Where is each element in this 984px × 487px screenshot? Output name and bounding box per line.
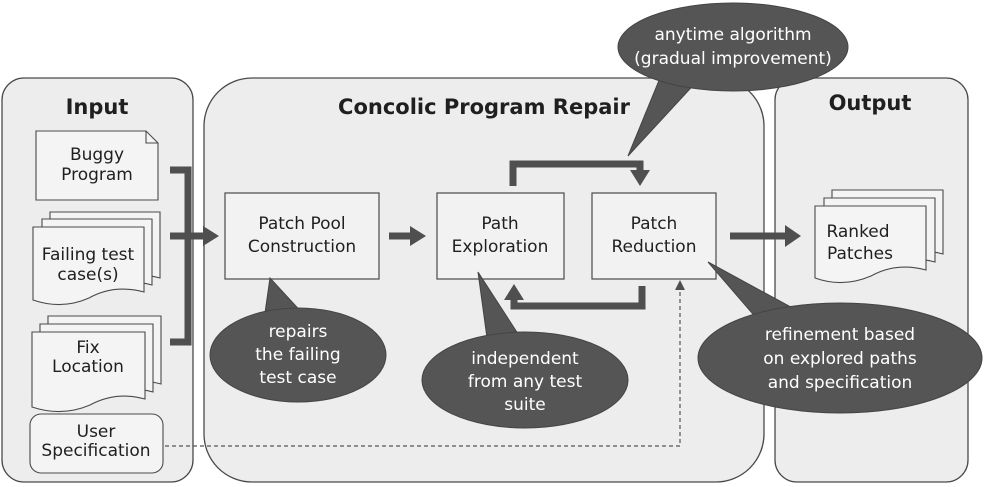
fix-location-label-1: Fix: [76, 338, 99, 358]
buggy-program-label-1: Buggy: [70, 145, 124, 165]
user-spec-label-1: User: [77, 422, 116, 442]
reduction-to-output-arrow: [730, 225, 801, 247]
anytime-callout-line-1: anytime algorithm: [654, 25, 811, 45]
user-spec-box: User Specification: [29, 413, 164, 474]
ranked-patches-label-1: Ranked: [826, 222, 889, 242]
repairs-callout-line-3: test case: [259, 368, 336, 388]
anytime-callout: anytime algorithm (gradual improvement): [617, 2, 849, 157]
path-exploration-label-1: Path: [481, 214, 518, 234]
user-spec-dashed-connector: [165, 280, 685, 447]
failing-tests-doc-stack: Failing test case(s): [32, 211, 161, 306]
refinement-callout: refinement based on explored paths and s…: [697, 261, 983, 414]
independent-callout-line-2: from any test: [468, 372, 583, 392]
patch-reduction-label-1: Patch: [631, 214, 678, 234]
reduction-to-exploration-loop-arrow: [504, 284, 646, 310]
output-panel: Output: [774, 77, 969, 483]
patch-reduction-box: Patch Reduction: [591, 192, 717, 280]
patch-reduction-label-2: Reduction: [612, 237, 697, 257]
patch-pool-label-1: Patch Pool: [258, 214, 345, 234]
user-spec-label-2: Specification: [41, 441, 150, 461]
refinement-callout-line-1: refinement based: [765, 325, 915, 345]
repairs-callout-line-2: the failing: [255, 345, 340, 365]
buggy-program-doc: Buggy Program: [35, 130, 159, 201]
repair-panel-title: Concolic Program Repair: [338, 95, 631, 119]
patch-pool-label-2: Construction: [248, 237, 356, 257]
ranked-patches-label-2: Patches: [827, 244, 893, 264]
fix-location-doc-stack: Fix Location: [31, 315, 162, 413]
refinement-callout-line-2: on explored paths: [763, 349, 917, 369]
output-panel-title: Output: [829, 91, 912, 115]
input-panel-title: Input: [66, 95, 129, 119]
buggy-program-label-2: Program: [61, 165, 133, 185]
independent-callout: independent from any test suite: [421, 271, 629, 429]
independent-callout-line-3: suite: [504, 395, 545, 415]
path-exploration-box: Path Exploration: [436, 192, 565, 280]
failing-tests-label-2: case(s): [57, 265, 118, 285]
input-merge-arrow: [170, 166, 219, 346]
ranked-patches-doc-stack: Ranked Patches: [814, 189, 944, 284]
independent-callout-line-1: independent: [471, 349, 579, 369]
path-exploration-label-2: Exploration: [452, 237, 549, 257]
exploration-to-reduction-loop-arrow: [509, 160, 650, 186]
repairs-callout: repairs the failing test case: [209, 276, 387, 403]
failing-tests-label-1: Failing test: [42, 245, 135, 265]
patch-pool-box: Patch Pool Construction: [224, 192, 380, 280]
fix-location-label-2: Location: [52, 357, 124, 377]
pool-to-exploration-arrow: [389, 226, 426, 246]
anytime-callout-line-2: (gradual improvement): [634, 49, 832, 69]
repairs-callout-line-1: repairs: [269, 322, 328, 342]
refinement-callout-line-3: and specification: [768, 373, 913, 393]
